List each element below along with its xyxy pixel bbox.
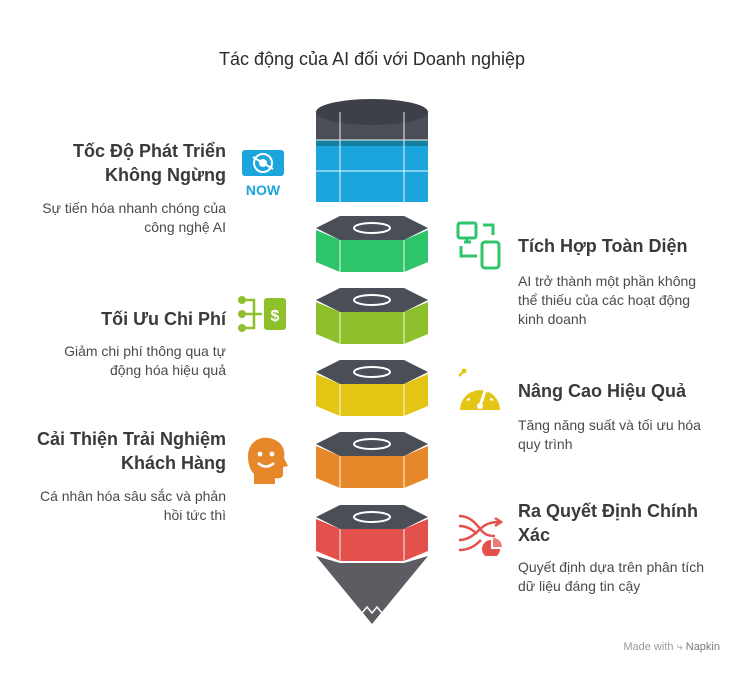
- item-6-label: Ra Quyết Định Chính Xác: [518, 501, 698, 545]
- layer-5-body: [316, 446, 428, 488]
- item-3-label: Tối Ưu Chi Phí: [101, 309, 226, 329]
- layer-3-body: [316, 302, 428, 344]
- item-6-desc: Quyết định dựa trên phân tích dữ liệu đá…: [518, 559, 705, 594]
- layer-4-top: [316, 360, 428, 384]
- layer-1-band: [316, 139, 428, 146]
- layer-6-body: [316, 519, 428, 561]
- pencil-tip: [316, 556, 428, 624]
- layer-2-top: [316, 216, 428, 240]
- layer-1: [316, 99, 428, 202]
- item-5-desc: Cá nhân hóa sâu sắc và phản hồi tức thì: [39, 488, 226, 523]
- now-icon: NOW: [240, 148, 286, 203]
- item-4-label: Nâng Cao Hiệu Quả: [518, 381, 687, 401]
- svg-text:NOW: NOW: [246, 182, 281, 198]
- layer-5-top: [316, 432, 428, 456]
- item-3-desc: Giảm chi phí thông qua tự động hóa hiệu …: [64, 343, 226, 378]
- diagram-title: Tác động của AI đối với Doanh nghiệp: [218, 49, 525, 69]
- item-1-label: Tốc Độ Phát Triển Không Ngừng: [72, 141, 226, 185]
- item-1-desc: Sự tiến hóa nhanh chóng của công nghệ AI: [42, 200, 226, 235]
- item-2-label: Tích Hợp Toàn Diện: [518, 236, 688, 256]
- speedometer-icon: [455, 366, 505, 419]
- layer-6-top: [316, 505, 428, 529]
- layer-4: [316, 360, 428, 416]
- layer-3: [316, 288, 428, 344]
- layer-2-body: [316, 230, 428, 272]
- cost-flow-icon: $: [236, 292, 288, 341]
- decision-chart-icon: [455, 508, 505, 561]
- napkin-logo-icon: ⤷: [676, 641, 683, 653]
- devices-icon: [455, 220, 503, 277]
- layer-6: [316, 505, 428, 624]
- item-2-desc: AI trở thành một phần không thể thiếu củ…: [518, 273, 697, 327]
- made-with-napkin[interactable]: Made with ⤷ Napkin: [623, 641, 720, 653]
- layer-2: [316, 216, 428, 272]
- item-5-label: Cải Thiện Trải Nghiệm Khách Hàng: [36, 429, 226, 473]
- item-4-desc: Tăng năng suất và tối ưu hóa quy trình: [518, 417, 701, 452]
- layer-4-body: [316, 374, 428, 416]
- svg-text:$: $: [271, 308, 280, 325]
- layer-1-top: [316, 99, 428, 125]
- layer-5: [316, 432, 428, 488]
- smiling-head-icon: [242, 434, 288, 491]
- layer-3-top: [316, 288, 428, 312]
